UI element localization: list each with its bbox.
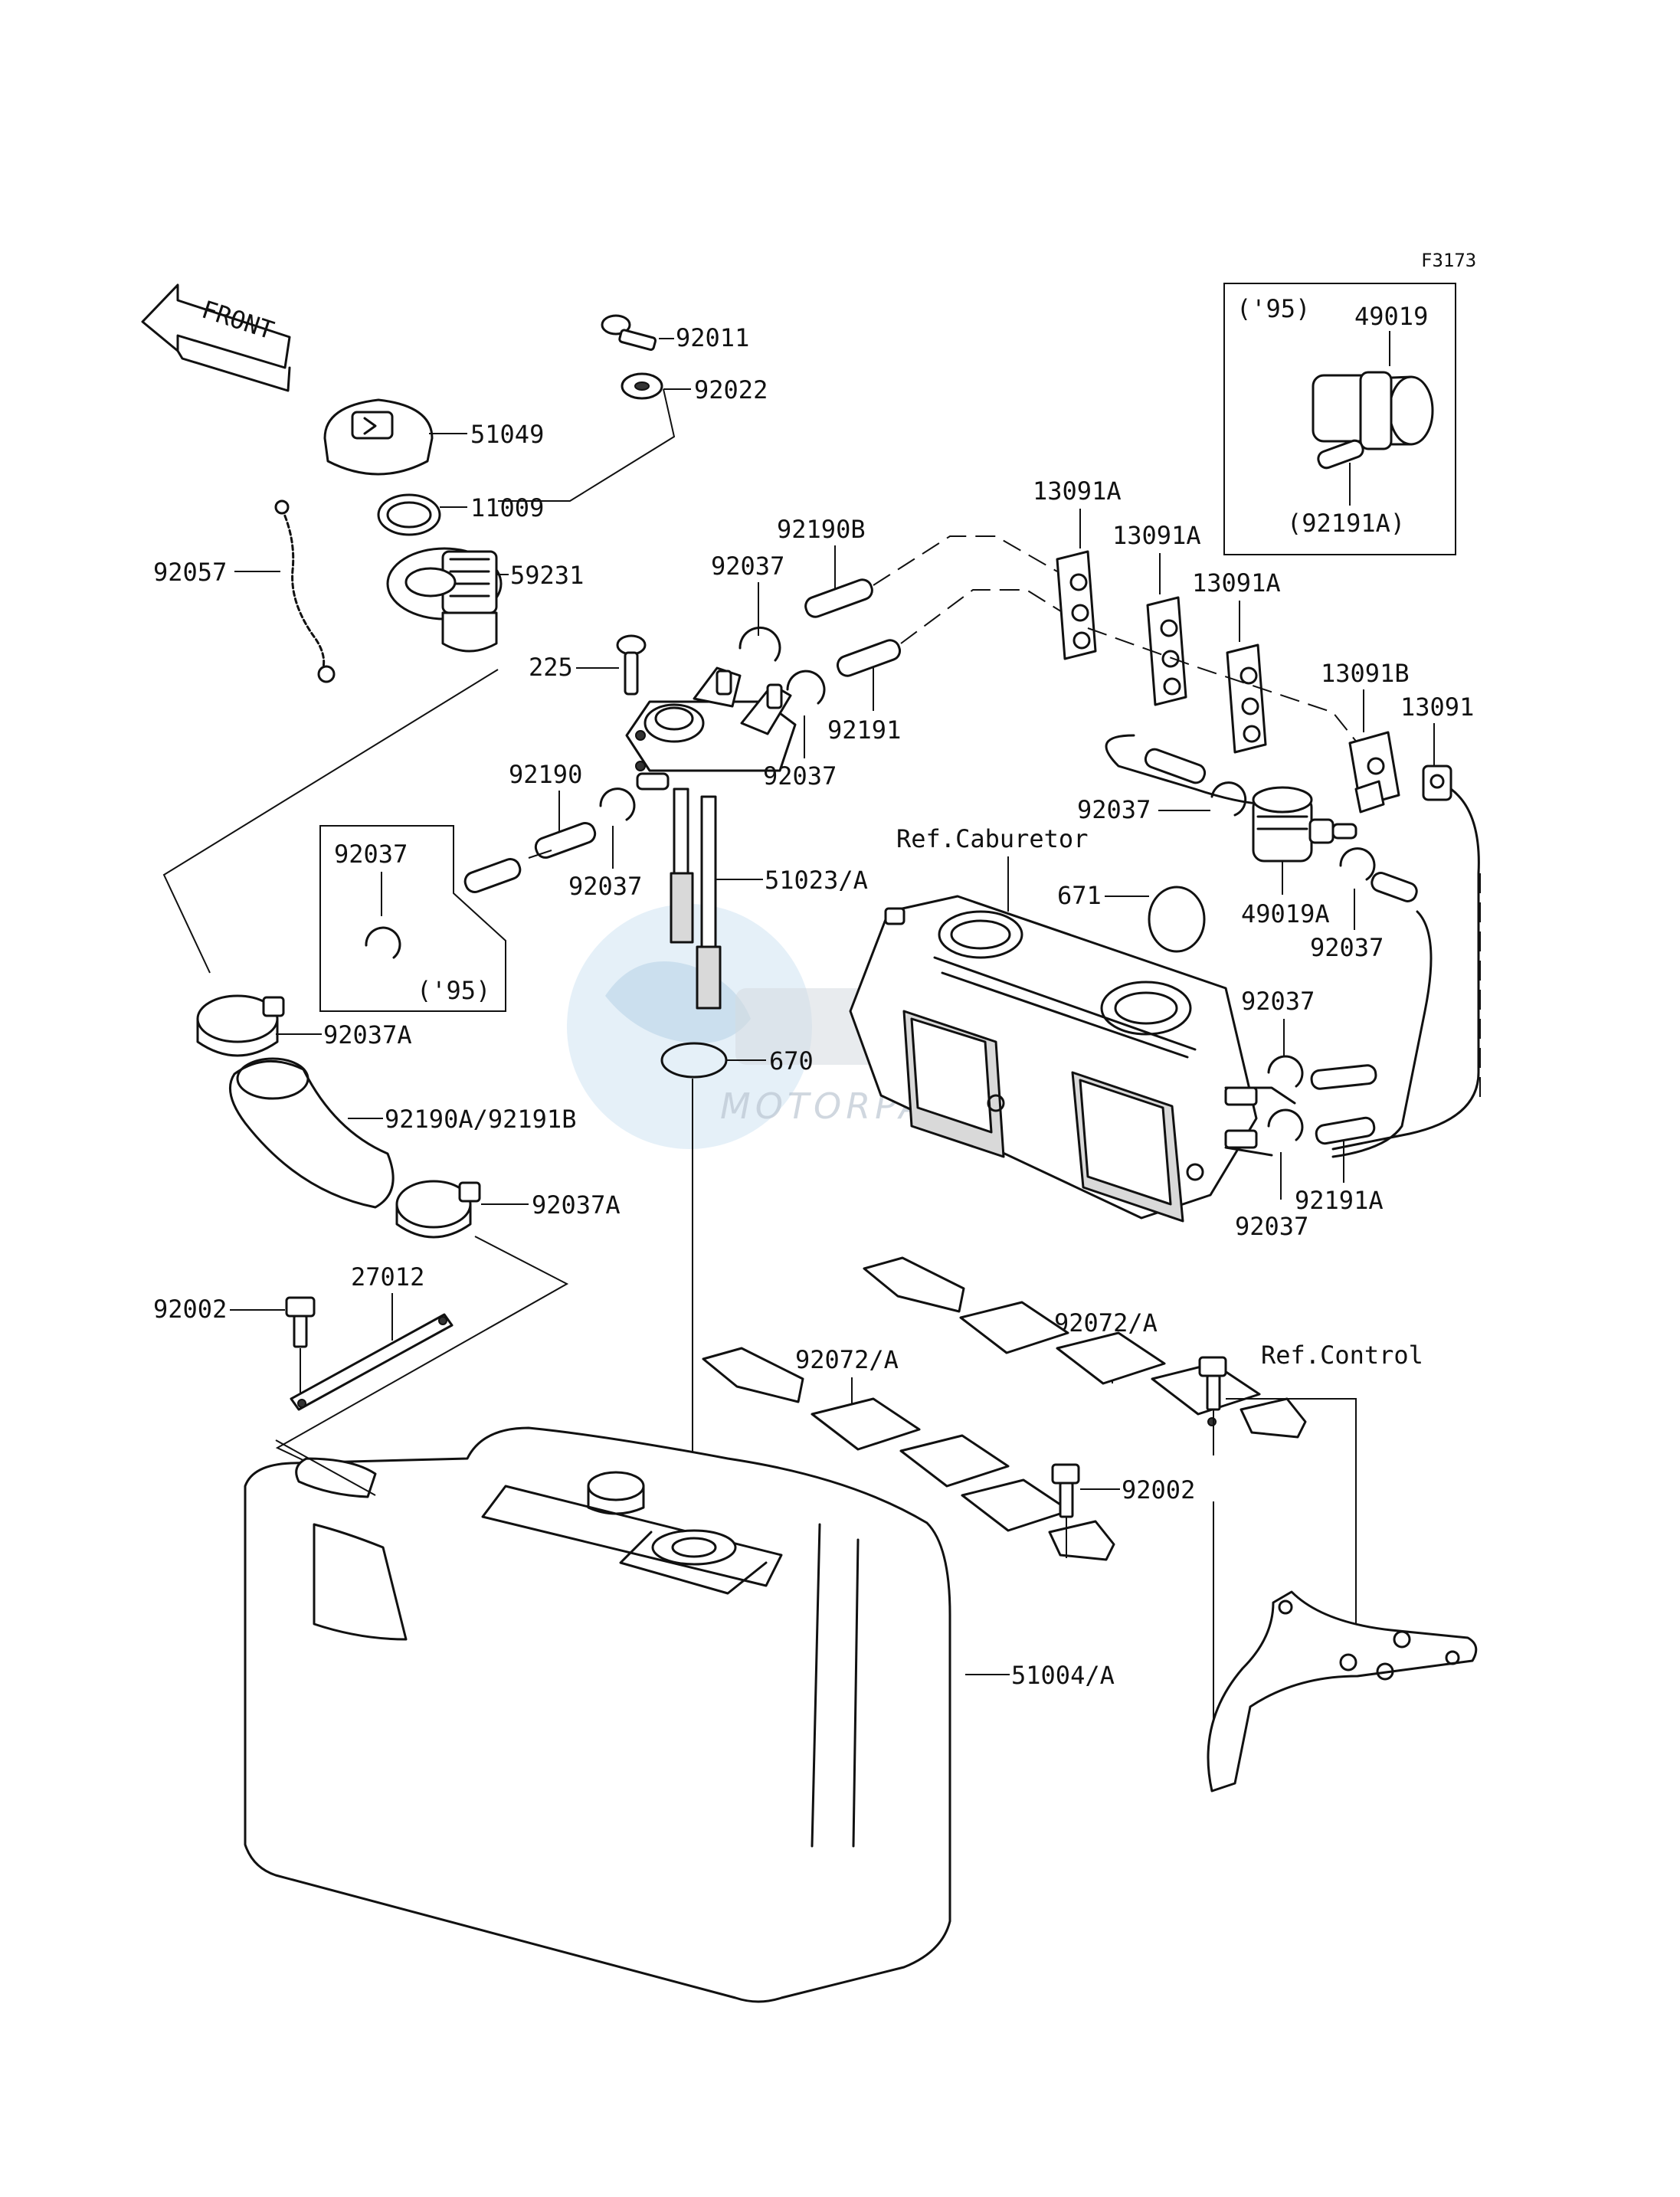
label-27012: 27012 xyxy=(351,1262,424,1292)
hose-holder-icon-2 xyxy=(1146,596,1187,706)
label-671: 671 xyxy=(1057,881,1102,910)
hose-92190B-icon xyxy=(804,578,873,618)
ref-caburetor-label: Ref.Caburetor xyxy=(896,824,1088,853)
label-92037-inset: 92037 xyxy=(334,840,408,869)
hose-clamp-icon-2 xyxy=(395,1180,481,1239)
label-92037-e: 92037 xyxy=(1310,933,1384,962)
hose-small-icon-e xyxy=(1371,872,1418,902)
label-92002-1: 92002 xyxy=(153,1295,227,1324)
label-92002-2: 92002 xyxy=(1122,1475,1195,1505)
label-92011: 92011 xyxy=(676,323,749,352)
tether-cord-icon xyxy=(274,499,336,683)
filler-cap-icon xyxy=(323,398,434,476)
fuel-tank-icon xyxy=(244,1426,951,2003)
label-92037-g: 92037 xyxy=(1235,1212,1308,1241)
control-bracket-icon xyxy=(1207,1590,1478,1793)
hose-holder-icon-b xyxy=(1348,731,1400,814)
label-92022: 92022 xyxy=(694,375,768,404)
label-92037A-1: 92037A xyxy=(323,1020,412,1049)
tank-strap-icon xyxy=(290,1313,454,1411)
hose-92191-icon xyxy=(836,639,902,677)
hose-icon xyxy=(1317,439,1364,470)
flange-bolt-icon xyxy=(285,1296,316,1348)
screw-icon xyxy=(616,634,647,696)
ref-control-label: Ref.Control xyxy=(1261,1341,1423,1370)
fuel-valve-icon xyxy=(625,666,797,791)
label-51004A: 51004/A xyxy=(1011,1661,1115,1690)
label-92191A-inset: (92191A) xyxy=(1287,509,1405,538)
label-670: 670 xyxy=(769,1046,814,1076)
label-92037-c: 92037 xyxy=(568,872,642,901)
inset-95-92037: 92037 ('95) xyxy=(319,825,506,1012)
label-92190A-92191B: 92190A/92191B xyxy=(385,1105,576,1134)
label-49019A: 49019A xyxy=(1241,899,1330,928)
figure-code: F3173 xyxy=(1421,250,1476,271)
fuel-hose-elbow-icon xyxy=(228,1057,395,1209)
damper-mount-icon-2 xyxy=(702,1347,1115,1561)
hose-holder-icon-small xyxy=(1422,765,1452,801)
hose-right-top-icon xyxy=(1310,1064,1377,1090)
label-92037-f: 92037 xyxy=(1241,987,1315,1016)
label-92191A: 92191A xyxy=(1295,1186,1384,1215)
hose-clip-icon-c xyxy=(599,787,636,821)
bolt-icon xyxy=(601,314,657,351)
fuel-pickup-tubes-icon xyxy=(670,787,722,1010)
label-92037-d: 92037 xyxy=(1077,795,1151,824)
gasket-ring-icon xyxy=(377,493,441,536)
inset-year-label: ('95) xyxy=(1236,294,1310,323)
label-11009: 11009 xyxy=(470,493,544,522)
fuel-filter-49019A-icon xyxy=(1252,786,1357,863)
hose-clamp-icon xyxy=(196,994,285,1057)
inset-95-49019: ('95) 49019 (92191A) xyxy=(1223,283,1456,555)
damper-mount-icon-1 xyxy=(863,1256,1307,1439)
hose-clip-icon-d xyxy=(1210,781,1247,817)
carburetor-icon xyxy=(849,895,1296,1223)
fuel-filter-icon xyxy=(1312,371,1434,450)
hose-clip-icon xyxy=(738,626,781,662)
hose-clip-icon-b xyxy=(786,670,826,705)
label-51049: 51049 xyxy=(470,420,544,449)
control-bolt-icon xyxy=(1198,1356,1227,1411)
hose-holder-icon-1 xyxy=(1056,550,1097,660)
filler-neck-icon xyxy=(386,547,503,653)
label-13091A-3: 13091A xyxy=(1192,568,1281,598)
label-92190B: 92190B xyxy=(777,515,866,544)
hose-clip-icon-g xyxy=(1267,1108,1304,1141)
washer-icon xyxy=(621,372,663,400)
label-13091B: 13091B xyxy=(1321,659,1410,688)
label-225: 225 xyxy=(529,653,573,682)
hose-holder-icon-3 xyxy=(1226,643,1267,754)
label-92037A-2: 92037A xyxy=(532,1190,621,1220)
label-92190: 92190 xyxy=(509,760,582,789)
label-92037-a: 92037 xyxy=(711,552,784,581)
hose-small-icon-d xyxy=(1144,748,1207,784)
hose-clip-icon-e xyxy=(1339,847,1376,881)
inset-year-label-left: ('95) xyxy=(417,976,490,1005)
label-59231: 59231 xyxy=(510,561,584,590)
label-92072A-2: 92072/A xyxy=(795,1345,899,1374)
label-92191: 92191 xyxy=(827,715,901,745)
label-13091A-1: 13091A xyxy=(1033,476,1122,506)
label-13091A-2: 13091A xyxy=(1112,521,1201,550)
label-13091: 13091 xyxy=(1400,692,1474,722)
label-92072A-1: 92072/A xyxy=(1054,1308,1158,1338)
flange-bolt-icon-2 xyxy=(1051,1463,1080,1518)
label-51023A: 51023/A xyxy=(765,866,868,895)
label-92057: 92057 xyxy=(153,558,227,587)
hose-right-bottom-icon xyxy=(1315,1116,1376,1145)
front-arrow-icon: FRONT xyxy=(141,283,291,392)
hose-92190-icon xyxy=(463,821,597,893)
clip-inset-icon xyxy=(365,926,401,959)
label-92037-b: 92037 xyxy=(763,761,837,791)
o-ring-671-icon xyxy=(1148,886,1206,953)
hose-clip-icon-f xyxy=(1267,1055,1304,1088)
label-49019: 49019 xyxy=(1354,302,1428,331)
